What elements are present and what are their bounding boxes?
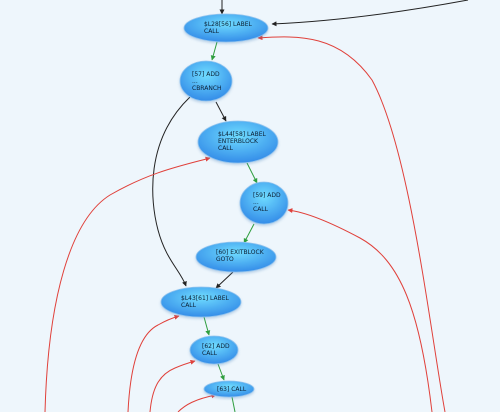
edge-l44-to-59 <box>246 162 258 184</box>
node-label-line: CALL <box>218 145 234 152</box>
svg-text:[57] ADD ... C: [57] ADD ... CBRANCH <box>192 71 222 92</box>
svg-text:$L28[56] LABEL CALL: $L28[56] LABEL CALL <box>204 21 254 35</box>
edge-l28-to-57 <box>210 41 218 61</box>
edge-60-to-l43 <box>215 271 234 289</box>
edge-57-to-l43 <box>152 96 191 287</box>
node-label-line: CALL <box>202 350 218 357</box>
node-label-line: [59] ADD <box>253 192 281 199</box>
node-label-line: CALL <box>253 206 269 213</box>
node-l44-label[interactable]: $L44[58] LABEL ENTERBLOCK CALL <box>197 120 279 164</box>
svg-text:$L43[61] LABEL CALL: $L43[61] LABEL CALL <box>181 295 231 309</box>
edge-top-in-right <box>271 0 469 27</box>
node-label-line: CALL <box>181 302 197 309</box>
node-label-line: ... <box>253 199 259 206</box>
node-label-line: $L44[58] LABEL <box>218 131 267 138</box>
edge-62-to-63 <box>217 363 225 381</box>
node-60-exitblock[interactable]: [60] EXITBLOCK GOTO <box>195 241 277 273</box>
back-edge-to-62 <box>149 359 196 412</box>
back-edge-to-63 <box>177 393 217 412</box>
node-63-call[interactable]: [63] CALL <box>203 380 255 398</box>
back-edge-to-l44 <box>44 156 211 412</box>
node-label-line: CBRANCH <box>192 85 222 92</box>
back-edge-to-l28 <box>257 35 446 412</box>
node-62-add[interactable]: [62] ADD CALL <box>189 335 239 365</box>
node-l28-label[interactable]: $L28[56] LABEL CALL <box>183 13 269 43</box>
node-l43-label[interactable]: $L43[61] LABEL CALL <box>160 286 242 318</box>
node-label-line: ... <box>192 78 198 85</box>
node-label-line: ENTERBLOCK <box>218 138 259 145</box>
node-label-line: [57] ADD <box>192 71 220 78</box>
node-label-line: [62] ADD <box>202 343 230 350</box>
edge-57-to-l44 <box>215 101 227 122</box>
node-label-line: [60] EXITBLOCK <box>216 249 265 256</box>
back-edge-to-l43 <box>127 314 180 412</box>
svg-text:[60] EXITBLOCK GOTO: [60] EXITBLOCK GOTO <box>216 249 266 263</box>
svg-text:$L44[58] LABEL ENTERBL: $L44[58] LABEL ENTERBLOCK CALL <box>218 131 268 152</box>
svg-text:[63] CALL: [63] CALL <box>217 386 247 393</box>
svg-text:[59] ADD ... C: [59] ADD ... CALL <box>253 192 283 213</box>
node-label-line: $L28[56] LABEL <box>204 21 253 28</box>
node-label-line: $L43[61] LABEL <box>181 295 230 302</box>
node-57-add[interactable]: [57] ADD ... CBRANCH <box>179 60 233 102</box>
node-59-add[interactable]: [59] ADD ... CALL <box>239 181 289 225</box>
edge-59-to-60 <box>243 223 255 244</box>
back-edge-to-59 <box>287 208 433 412</box>
node-label-line: CALL <box>204 28 220 35</box>
node-label-line: GOTO <box>216 256 234 263</box>
edge-63-out <box>231 396 236 412</box>
edge-l43-to-62 <box>203 316 211 336</box>
node-label-line: [63] CALL <box>217 386 247 393</box>
svg-text:[62] ADD CALL: [62] ADD CALL <box>202 343 232 357</box>
